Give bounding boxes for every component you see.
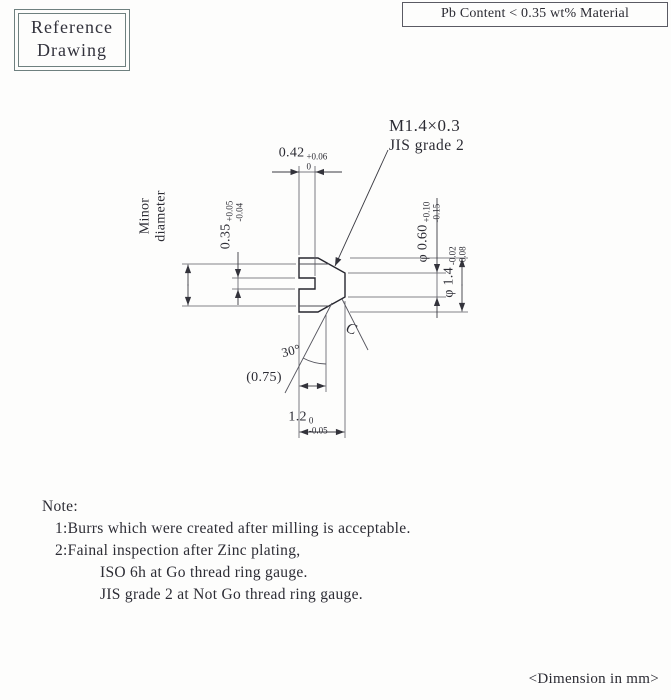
note-line-4: JIS grade 2 at Not Go thread ring gauge. [100, 586, 363, 603]
reference-drawing-stamp: Reference Drawing [14, 9, 130, 72]
reference-drawing-line1: Reference [31, 17, 113, 37]
dim-slot-width-tolerances: +0.05-0.04 [224, 200, 245, 222]
pb-content-text: Pb Content < 0.35 wt% Material [440, 6, 630, 21]
note-line-1: 1:Burrs which were created after milling… [55, 520, 411, 537]
dim-slot-width-value: 0.35 [218, 223, 234, 250]
notes-block: Note: 1:Burrs which were created after m… [42, 498, 411, 603]
dim-major-diameter-tolerances: -0.02-0.08 [447, 246, 468, 266]
angle-arc [302, 357, 327, 365]
note-line-3: ISO 6h at Go thread ring gauge. [100, 564, 308, 581]
minor-diameter-label-line1: Minor [137, 197, 153, 235]
extension-lines [182, 166, 468, 438]
dim-tip-diameter: φ 0.60+0.10-0.15 [416, 202, 443, 263]
dimension-unit-note: <Dimension in mm> [528, 671, 659, 687]
dim-overall-length-value: 1.2 [288, 409, 307, 425]
thread-callout: M1.4×0.3 JIS grade 2 [389, 117, 464, 154]
thread-grade: JIS grade 2 [389, 137, 465, 154]
screw-profile [298, 257, 346, 313]
construction-lines [284, 298, 369, 394]
note-line-2: 2:Fainal inspection after Zinc plating, [55, 542, 301, 559]
dim-major-diameter-value: φ 1.4 [441, 267, 457, 298]
dim-tip-diameter-tolerances: +0.10-0.15 [421, 201, 442, 223]
dim-overall-length-tolerances: 0-0.05 [308, 415, 328, 436]
thread-minor-lines [299, 263, 329, 307]
dim-slot-depth-value: 0.42 [278, 145, 305, 161]
minor-diameter-label-line2: diameter [153, 190, 168, 242]
dim-slot-width: 0.35+0.05-0.04 [219, 201, 246, 250]
thread-spec: M1.4×0.3 [389, 116, 461, 135]
dim-tip-diameter-value: φ 0.60 [415, 224, 431, 263]
screw-outline [298, 257, 346, 313]
notes-title: Note: [42, 498, 78, 515]
minor-diameter-label: Minor diameter [137, 190, 168, 241]
dim-major-diameter: φ 1.4-0.02-0.08 [442, 246, 469, 297]
dimension-lines [184, 149, 466, 436]
chamfer-leader-line [341, 298, 369, 351]
pb-content-note: Pb Content < 0.35 wt% Material [402, 2, 668, 27]
dim-length-ref: (0.75) [246, 370, 282, 385]
reference-drawing-label: Reference Drawing [18, 13, 126, 68]
reference-drawing-line2: Drawing [36, 40, 107, 61]
